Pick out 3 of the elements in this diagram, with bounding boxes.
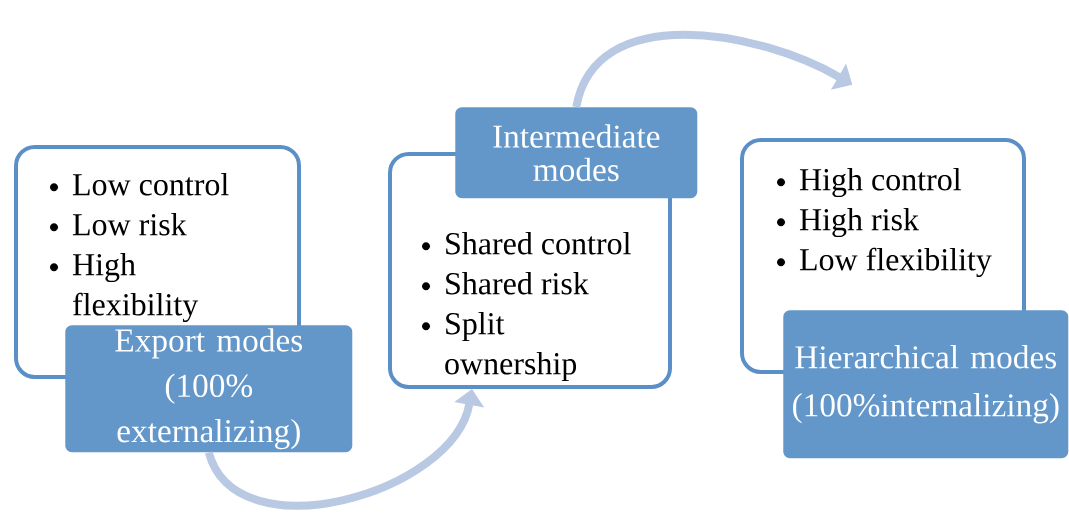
label-box: Intermediate modes: [455, 107, 698, 199]
label-box: Export modes (100% externalizing): [65, 325, 353, 453]
label-box: Hierarchical modes (100%internalizing): [783, 310, 1069, 459]
